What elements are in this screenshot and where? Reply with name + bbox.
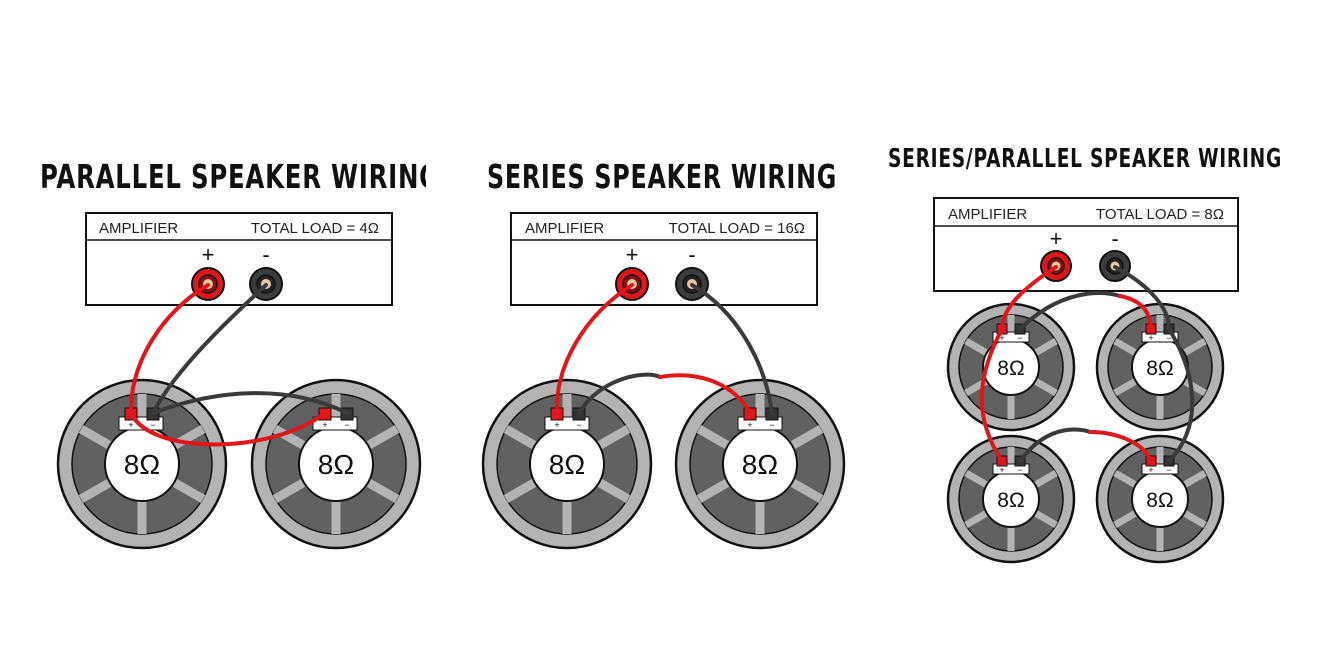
panel-title: PARALLEL SPEAKER WIRING [40, 157, 440, 196]
terminal-minus-label: − [344, 420, 349, 430]
terminal-plus-label: + [128, 420, 133, 430]
speaker: 8Ω + − [674, 378, 846, 550]
panel-series: SERIES SPEAKER WIRING AMPLIFIER TOTAL LO… [481, 157, 846, 550]
wires [128, 283, 349, 447]
plus-sign: + [1050, 226, 1063, 251]
speaker: 8Ω + − [1095, 434, 1225, 564]
plus-sign: + [626, 242, 639, 267]
impedance-label: 8Ω [1146, 357, 1173, 380]
minus-sign: - [688, 242, 695, 267]
amplifier-label: AMPLIFIER [525, 220, 604, 237]
terminal-plus-label: + [322, 420, 327, 430]
speaker: 8Ω + − [1095, 302, 1225, 432]
amplifier-label: AMPLIFIER [948, 206, 1027, 223]
amplifier: AMPLIFIER TOTAL LOAD = 8Ω + - [933, 197, 1239, 292]
terminal-plus-label: + [747, 420, 752, 430]
terminal-minus-label: − [576, 420, 581, 430]
terminal-plus-label: + [1148, 465, 1153, 475]
terminal-plus-label: + [999, 333, 1004, 343]
speaker: 8Ω + − [56, 378, 228, 550]
terminal-minus-label: − [150, 420, 155, 430]
panel-title: SERIES/PARALLEL SPEAKER WIRING [888, 144, 1282, 174]
speaker: 8Ω + − [946, 434, 1076, 564]
terminal-plus-label: + [554, 420, 559, 430]
impedance-label: 8Ω [1146, 489, 1173, 512]
panel-title: SERIES SPEAKER WIRING [487, 157, 837, 196]
amplifier: AMPLIFIER TOTAL LOAD = 16Ω + - [510, 212, 818, 306]
total-load-label: TOTAL LOAD = 16Ω [669, 220, 805, 237]
terminal-minus-label: − [1166, 465, 1171, 475]
terminal-plus-label: + [999, 465, 1004, 475]
impedance-label: 8Ω [549, 449, 586, 480]
impedance-label: 8Ω [997, 357, 1024, 380]
impedance-label: 8Ω [742, 449, 779, 480]
speaker: 8Ω + − [946, 302, 1076, 432]
amplifier-label: AMPLIFIER [99, 220, 178, 237]
terminal-minus-label: − [1017, 465, 1022, 475]
impedance-label: 8Ω [997, 489, 1024, 512]
minus-sign: - [1111, 226, 1118, 251]
total-load-label: TOTAL LOAD = 4Ω [251, 220, 379, 237]
terminal-minus-label: − [1166, 333, 1171, 343]
minus-sign: - [262, 242, 269, 267]
total-load-label: TOTAL LOAD = 8Ω [1096, 206, 1224, 223]
speaker: 8Ω + − [481, 378, 653, 550]
terminal-minus-label: − [769, 420, 774, 430]
panel-parallel: PARALLEL SPEAKER WIRING AMPLIFIER TOTAL … [40, 157, 440, 550]
wires [554, 283, 774, 415]
impedance-label: 8Ω [124, 449, 161, 480]
amplifier: AMPLIFIER TOTAL LOAD = 4Ω + - [85, 212, 393, 306]
terminal-minus-label: − [1017, 333, 1022, 343]
plus-sign: + [202, 242, 215, 267]
impedance-label: 8Ω [318, 449, 355, 480]
terminal-plus-label: + [1148, 333, 1153, 343]
wires [979, 265, 1195, 463]
panel-series-parallel: SERIES/PARALLEL SPEAKER WIRING AMPLIFIER… [888, 144, 1282, 564]
speaker: 8Ω + − [250, 378, 422, 550]
